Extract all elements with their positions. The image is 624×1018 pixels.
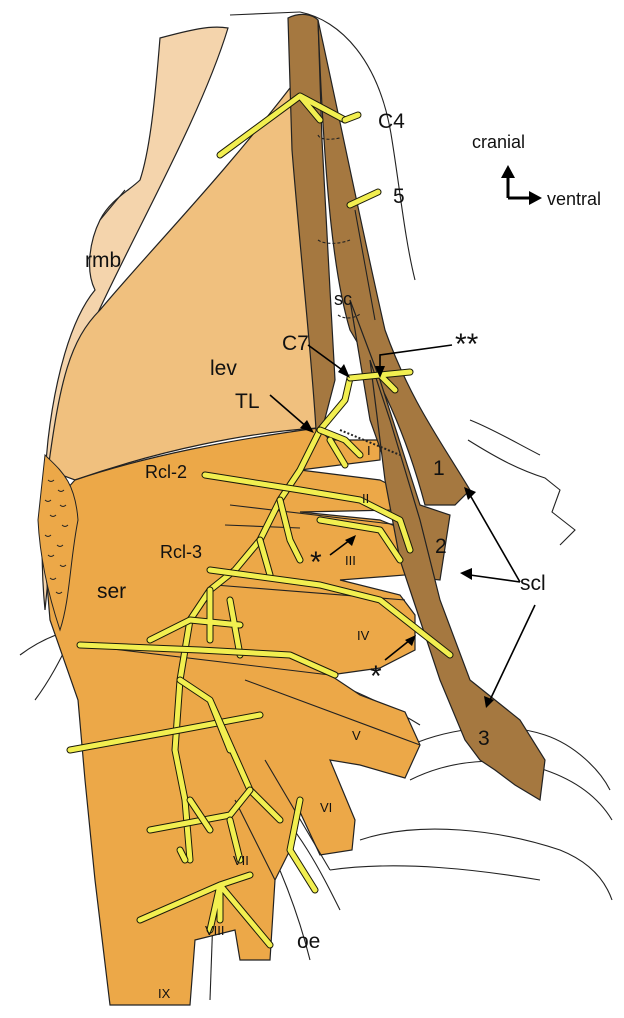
digitation-7-label: VII bbox=[233, 853, 249, 868]
digitation-2-label: II bbox=[362, 491, 369, 506]
oe-label: oe bbox=[297, 930, 320, 953]
rib-1-label: 1 bbox=[433, 457, 445, 480]
digitation-3-label: III bbox=[345, 553, 356, 568]
star-label-2: * bbox=[370, 660, 382, 693]
c5-label: 5 bbox=[393, 185, 405, 208]
rib-2-label: 2 bbox=[435, 535, 447, 558]
digitation-6-label: VI bbox=[320, 800, 332, 815]
star-label-1: * bbox=[310, 546, 322, 579]
tl-label: TL bbox=[235, 390, 260, 413]
double-star-label: ** bbox=[455, 328, 479, 361]
cranial-label: cranial bbox=[472, 132, 525, 152]
digitation-4-label: IV bbox=[357, 628, 370, 643]
rib-3-label: 3 bbox=[478, 727, 490, 750]
scl-label: scl bbox=[520, 572, 546, 595]
c7-label: C7 bbox=[282, 332, 309, 355]
serratus-muscle bbox=[45, 428, 420, 1005]
digitation-1-label: I bbox=[367, 443, 371, 458]
digitation-5-label: V bbox=[352, 728, 361, 743]
c4-label: C4 bbox=[378, 110, 405, 133]
lev-label: lev bbox=[210, 357, 237, 380]
rcl2-label: Rcl-2 bbox=[145, 462, 187, 482]
rmb-label: rmb bbox=[85, 249, 121, 272]
ser-label: ser bbox=[97, 580, 126, 603]
orientation-indicator: cranial ventral bbox=[472, 132, 601, 209]
digitation-8-label: VIII bbox=[205, 923, 225, 938]
rcl3-label: Rcl-3 bbox=[160, 542, 202, 562]
ventral-label: ventral bbox=[547, 189, 601, 209]
sc-label: sc bbox=[334, 289, 352, 309]
digitation-9-label: IX bbox=[158, 986, 171, 1001]
